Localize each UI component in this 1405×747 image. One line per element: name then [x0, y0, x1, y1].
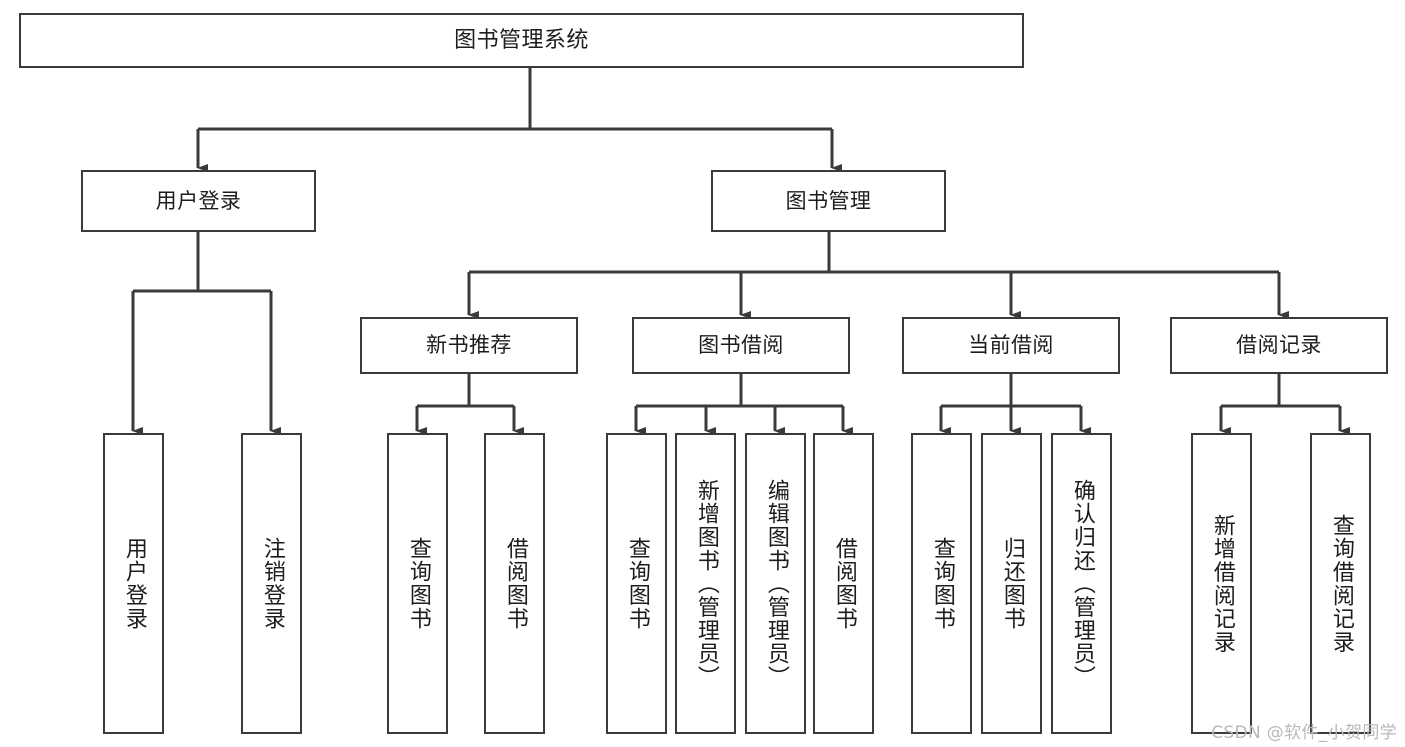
node-label: 用户登录	[155, 188, 242, 213]
leaf-add-borrow-record[interactable]: 新增借阅记录	[1191, 433, 1252, 734]
node-root-book-management-system[interactable]: 图书管理系统	[19, 13, 1024, 68]
node-label: 借阅记录	[1236, 333, 1322, 358]
leaf-confirm-return-admin[interactable]: 确认归还（管理员）	[1051, 433, 1112, 734]
node-user-login[interactable]: 用户登录	[81, 170, 316, 232]
node-borrow-records[interactable]: 借阅记录	[1170, 317, 1388, 374]
leaf-query-books-current[interactable]: 查询图书	[911, 433, 972, 734]
node-label: 借阅图书	[502, 536, 528, 631]
node-label: 新增借阅记录	[1209, 513, 1235, 654]
leaf-query-books-borrow[interactable]: 查询图书	[606, 433, 667, 734]
node-current-borrowing[interactable]: 当前借阅	[902, 317, 1120, 374]
leaf-borrow-books-recommend[interactable]: 借阅图书	[484, 433, 545, 734]
node-label: 注销登录	[259, 536, 285, 631]
leaf-borrow-books[interactable]: 借阅图书	[813, 433, 874, 734]
leaf-query-borrow-record[interactable]: 查询借阅记录	[1310, 433, 1371, 734]
leaf-query-books-recommend[interactable]: 查询图书	[387, 433, 448, 734]
watermark-text: CSDN @软件_小贺同学	[1211, 723, 1397, 743]
leaf-add-book-admin[interactable]: 新增图书（管理员）	[675, 433, 736, 734]
node-label: 新增图书（管理员）	[693, 478, 719, 689]
node-label: 当前借阅	[968, 333, 1054, 358]
node-label: 归还图书	[999, 536, 1025, 631]
node-label: 图书管理系统	[454, 27, 589, 53]
node-label: 查询图书	[405, 536, 431, 631]
node-label: 借阅图书	[831, 536, 857, 631]
node-label: 查询图书	[929, 536, 955, 631]
leaf-logout[interactable]: 注销登录	[241, 433, 302, 734]
leaf-edit-book-admin[interactable]: 编辑图书（管理员）	[745, 433, 806, 734]
node-book-borrowing[interactable]: 图书借阅	[632, 317, 850, 374]
node-label: 图书管理	[785, 188, 872, 213]
node-label: 查询借阅记录	[1328, 513, 1354, 654]
node-label: 查询图书	[624, 536, 650, 631]
node-label: 新书推荐	[426, 333, 512, 358]
node-label: 用户登录	[121, 536, 147, 631]
node-label: 确认归还（管理员）	[1069, 478, 1095, 689]
leaf-user-login[interactable]: 用户登录	[103, 433, 164, 734]
node-label: 图书借阅	[698, 333, 784, 358]
node-book-management[interactable]: 图书管理	[711, 170, 946, 232]
node-label: 编辑图书（管理员）	[763, 478, 789, 689]
node-new-book-recommendation[interactable]: 新书推荐	[360, 317, 578, 374]
leaf-return-books[interactable]: 归还图书	[981, 433, 1042, 734]
